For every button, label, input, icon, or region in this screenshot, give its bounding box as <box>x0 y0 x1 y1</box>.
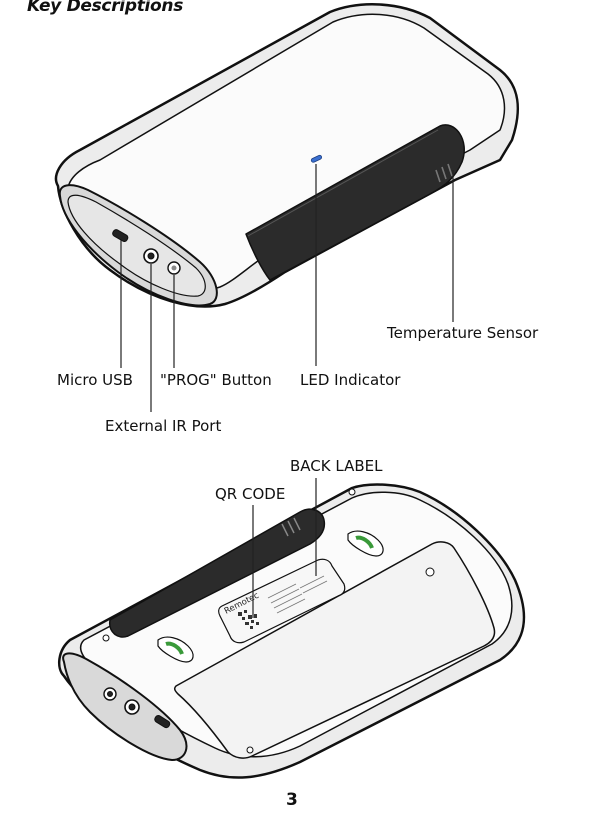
led-indicator-icon <box>310 154 323 163</box>
label-back-label: BACK LABEL <box>290 457 383 475</box>
label-led-indicator: LED Indicator <box>300 371 401 389</box>
label-prog-button: "PROG" Button <box>160 371 272 389</box>
micro-usb-port-icon <box>112 229 129 242</box>
back-label <box>218 558 346 644</box>
label-micro-usb: Micro USB <box>57 371 133 389</box>
callout-lines-bottom <box>252 478 317 618</box>
label-qr-code: QR CODE <box>215 485 286 503</box>
wall-mount-hole-icon <box>157 530 384 663</box>
section-heading: Key Descriptions <box>27 0 184 16</box>
back-label-text-lines <box>267 575 328 614</box>
device-back-view: Remotec <box>57 483 526 779</box>
label-temperature-sensor: Temperature Sensor <box>387 324 539 342</box>
callout-lines-top <box>120 164 454 412</box>
device-front-view <box>54 3 520 308</box>
page-number: 3 <box>286 790 298 810</box>
label-external-ir-port: External IR Port <box>105 417 222 435</box>
micro-usb-back-icon <box>154 715 171 729</box>
temperature-sensor-vents <box>435 163 453 183</box>
qr-code-icon <box>238 610 259 629</box>
